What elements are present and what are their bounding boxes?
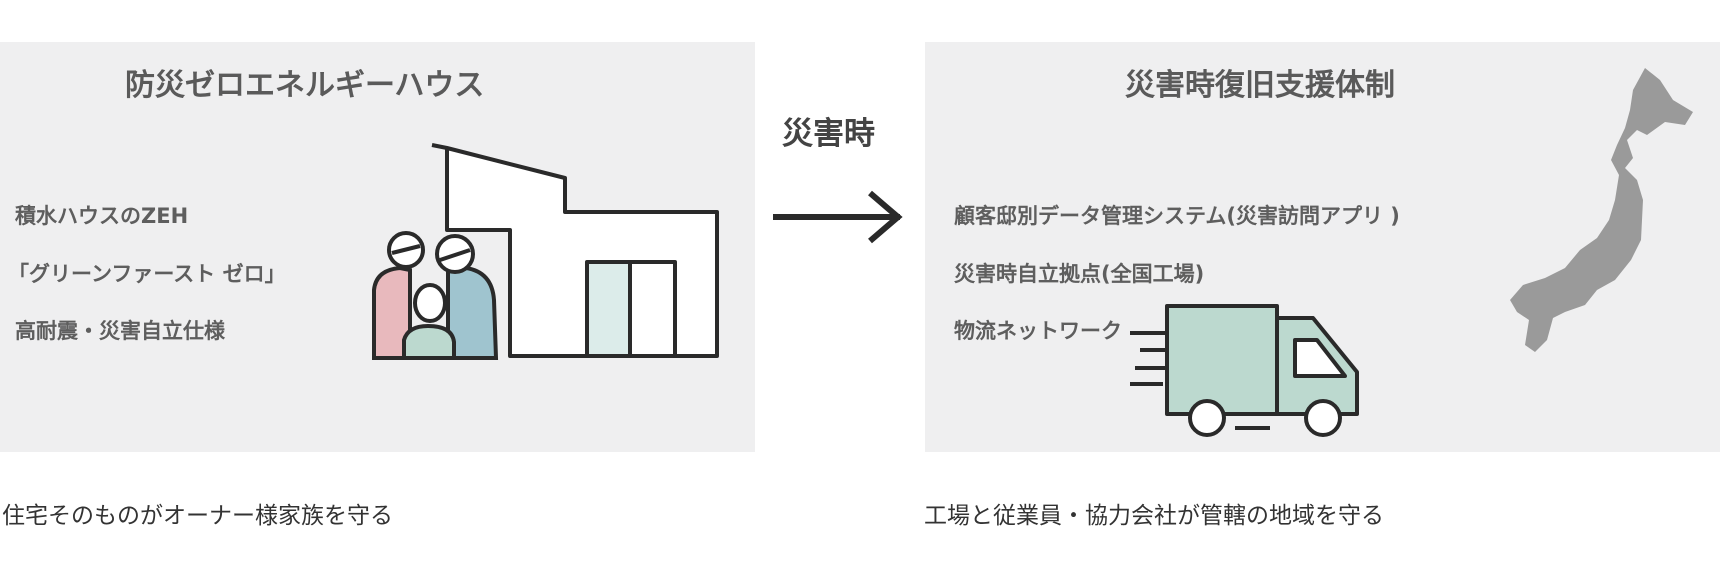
disaster-label: 災害時	[782, 116, 875, 152]
list-item: 高耐震・災害自立仕様	[15, 319, 225, 343]
arrow-right-icon	[773, 190, 903, 244]
list-item: 積水ハウスのZEH	[15, 204, 189, 228]
truck-icon	[1130, 304, 1359, 437]
list-item: 災害時自立拠点(全国工場)	[954, 262, 1205, 286]
family-icon	[372, 231, 499, 360]
right-caption: 工場と従業員・協力会社が管轄の地域を守る	[924, 503, 1384, 529]
list-item: 顧客邸別データ管理システム(災害訪問アプリ )	[954, 204, 1400, 228]
house-icon	[431, 143, 719, 358]
panel-title: 災害時復旧支援体制	[1125, 68, 1395, 103]
left-caption: 住宅そのものがオーナー様家族を守る	[2, 503, 393, 529]
japan-map-icon	[1510, 68, 1693, 352]
house-family-illustration	[372, 143, 719, 360]
panel-title: 防災ゼロエネルギーハウス	[125, 68, 485, 103]
logistics-illustration	[1130, 68, 1693, 437]
list-item: 物流ネットワーク	[954, 319, 1122, 343]
list-item: 「グリーンファースト ゼロ」	[8, 262, 286, 286]
